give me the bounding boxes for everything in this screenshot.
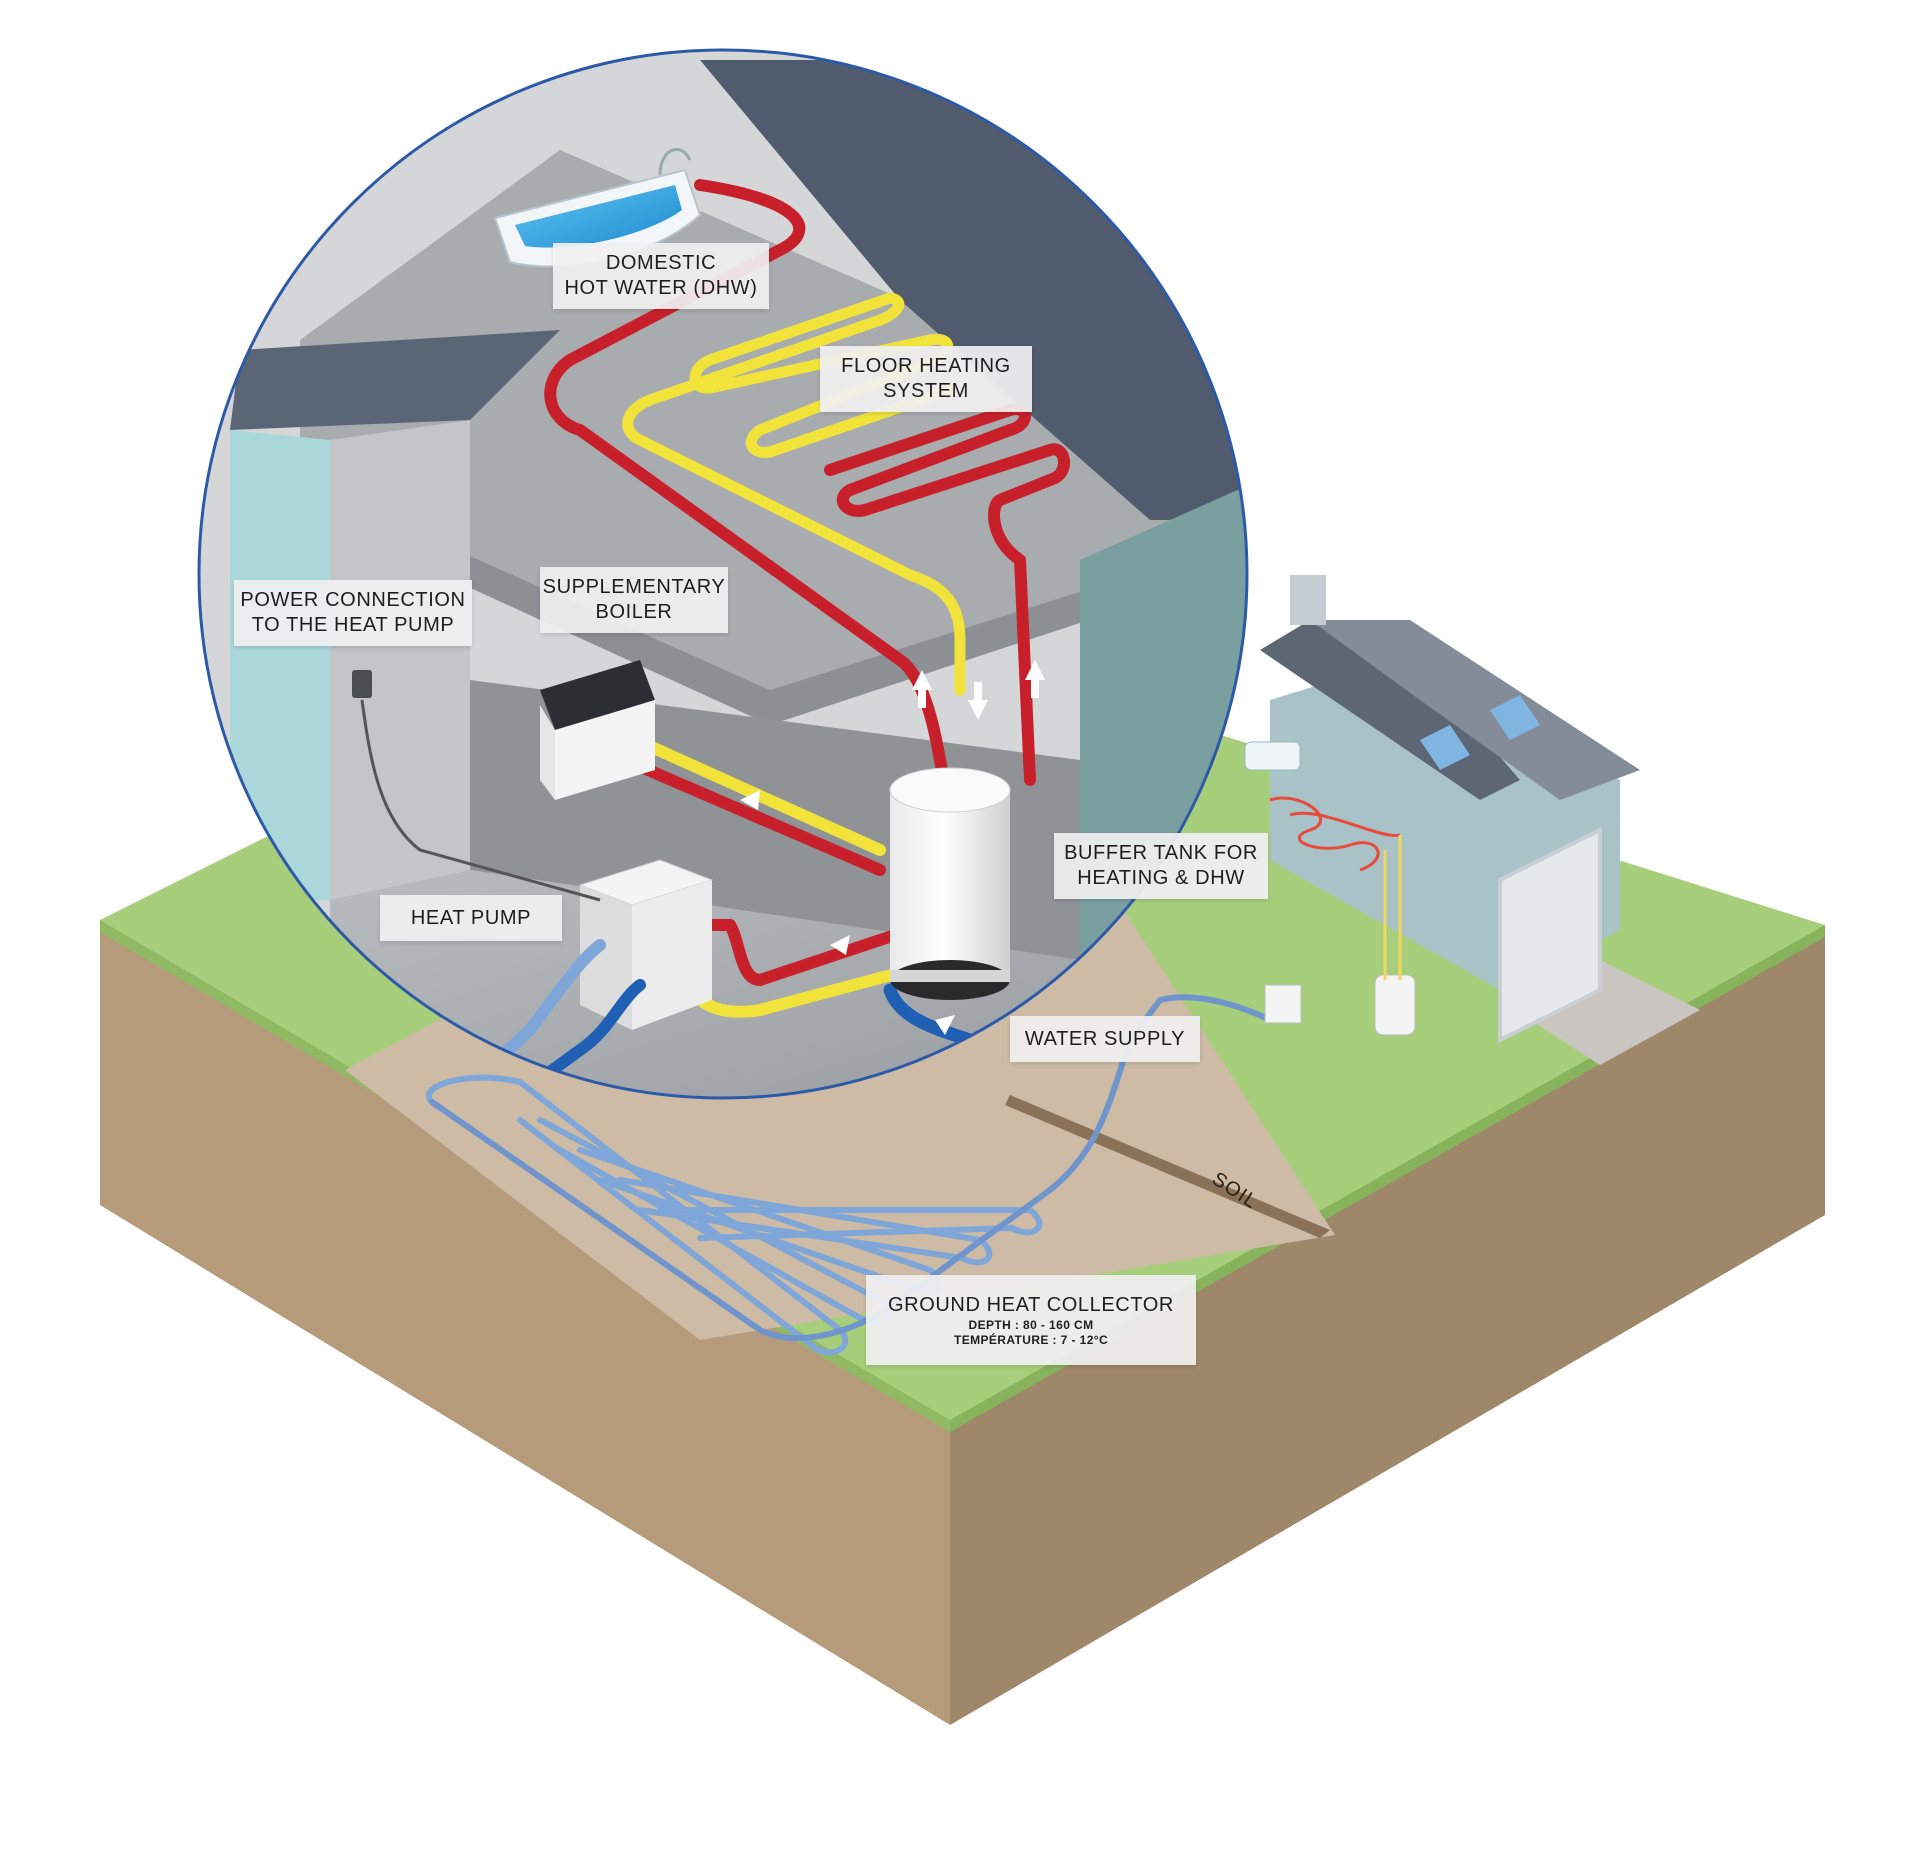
label-buffer-line1: BUFFER TANK FOR [1064,842,1258,864]
label-floor-heating-line1: FLOOR HEATING [841,355,1011,377]
mini-bathtub [1244,741,1301,771]
hp-pipe-red [684,919,916,986]
soil-trench [1005,1095,1330,1238]
mini-riser-pipes [1383,835,1402,980]
arrow-up-left [912,670,932,708]
soil-right-face [950,925,1825,1725]
skylight-1 [1420,725,1470,770]
dhw-pipe-red [544,179,951,796]
arrow-up-right [1025,660,1045,698]
label-buffer-line2: HEATING & DHW [1077,867,1245,889]
skylight-2 [1490,695,1540,740]
label-power-connection: POWER CONNECTION TO THE HEAT PUMP [234,580,472,646]
soil-left-face [100,920,950,1725]
label-heat-pump-text: HEAT PUMP [410,906,532,929]
label-water-supply: WATER SUPPLY [1010,1016,1200,1062]
bathtub [493,147,702,268]
label-floor-heating-system: FLOOR HEATING SYSTEM [820,346,1032,412]
wall-left-light [230,430,330,900]
chimney [1290,575,1326,625]
label-ground-heat-collector: GROUND HEAT COLLECTOR DEPTH : 80 - 160 C… [866,1275,1196,1365]
boiler-pipe-yellow [619,729,886,856]
mini-heat-pump [1264,984,1302,1024]
label-collector-depth: DEPTH : 80 - 160 CM [968,1317,1094,1332]
label-collector-temperature: TEMPÉRATURE : 7 - 12°C [953,1332,1109,1347]
buffer-tank [889,767,1011,1000]
floor-pipe-red-loop [824,403,1070,786]
wall-left-grey [330,420,470,900]
magnifier-ring [197,48,1249,1100]
label-heat-pump: HEAT PUMP [380,895,562,941]
label-boiler-line1: SUPPLEMENTARY [542,576,726,598]
label-buffer-tank: BUFFER TANK FOR HEATING & DHW [1054,833,1268,899]
heat-pump-unit [414,859,714,1098]
supplementary-boiler [540,660,655,800]
label-dhw-line2: HOT WATER (DHW) [564,277,758,299]
label-collector-title: GROUND HEAT COLLECTOR [888,1293,1174,1316]
label-floor-heating-line2: SYSTEM [883,380,969,402]
label-boiler-line2: BOILER [595,601,673,623]
arrow-hp [830,935,850,955]
mini-floor-pipes [1269,796,1401,872]
roof-panel [230,330,560,430]
boiler-pipe-red [619,754,886,876]
house-roof-right [1310,620,1640,800]
mini-buffer-tank [1374,974,1416,1036]
power-connection [352,670,601,902]
label-water-supply-text: WATER SUPPLY [1024,1027,1186,1050]
label-domestic-hot-water: DOMESTIC HOT WATER (DHW) [553,243,769,309]
label-dhw-line1: DOMESTIC [605,252,717,274]
arrow-down [968,682,988,720]
upper-floor-slab [300,150,1180,690]
label-power-line1: POWER CONNECTION [240,589,466,611]
garage-door [1498,826,1602,1044]
arrow-supply [935,1015,955,1035]
flow-arrows [740,660,1045,1035]
label-supplementary-boiler: SUPPLEMENTARY BOILER [540,567,728,633]
arrow-boiler [740,790,760,810]
exterior-house [1244,575,1640,1044]
label-power-line2: TO THE HEAT PUMP [251,614,455,636]
